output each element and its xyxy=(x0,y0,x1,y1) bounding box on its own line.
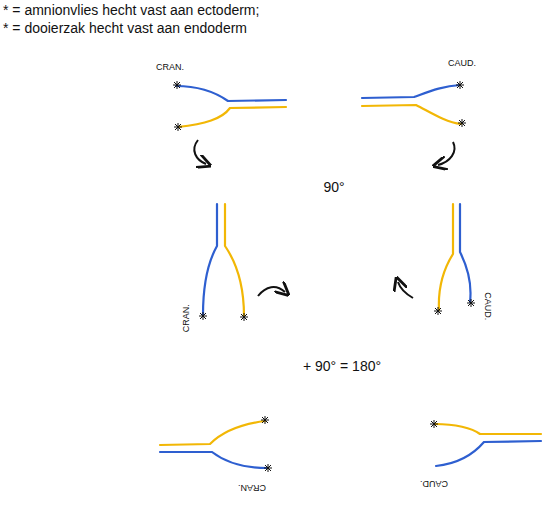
rotation-arrow xyxy=(194,140,454,298)
folding-sketch-bottom-right xyxy=(435,424,541,466)
direction-label: CRAN. xyxy=(181,304,191,332)
folding-sketch-bottom-left xyxy=(160,421,267,468)
note-text: * = dooierzak hecht vast aan endoderm xyxy=(3,20,247,36)
folding-sketch-top-left xyxy=(176,86,286,127)
angle-label: 90° xyxy=(323,179,344,195)
direction-label: CAUD. xyxy=(483,292,493,320)
folding-sketch-middle-left xyxy=(203,204,244,316)
direction-label: CAUD. xyxy=(420,479,448,489)
direction-label: CRAN. xyxy=(238,483,266,493)
folding-sketch-middle-right xyxy=(439,204,471,310)
direction-label: CRAN. xyxy=(156,62,184,72)
angle-label: + 90° = 180° xyxy=(303,358,381,374)
note-text: * = amnionvlies hecht vast aan ectoderm; xyxy=(3,2,259,18)
folding-sketch-top-right xyxy=(362,85,461,124)
direction-label: CAUD. xyxy=(448,58,476,68)
